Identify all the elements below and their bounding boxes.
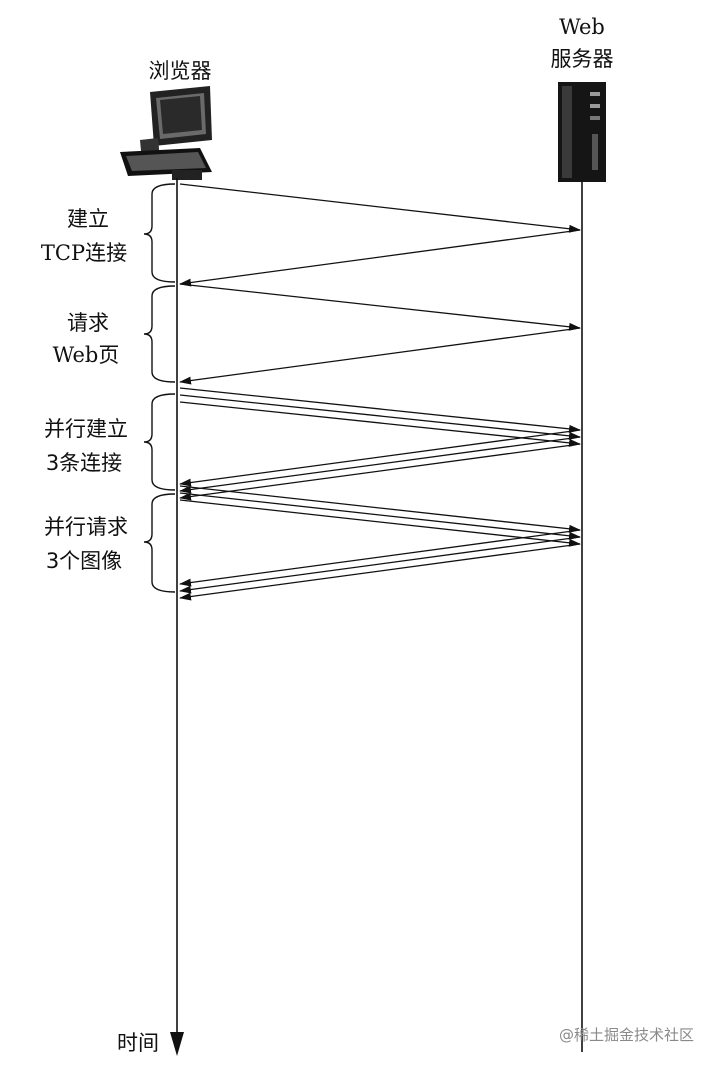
server-label-line1: Web xyxy=(559,15,605,39)
parallel-syn-arrow-2 xyxy=(179,394,581,440)
phase-brace-4 xyxy=(143,493,176,593)
phase-label-2-line1: 请求 xyxy=(67,311,109,335)
phase-label-3-line2: 3条连接 xyxy=(46,451,122,475)
phase-label-1-line2: TCP连接 xyxy=(41,241,127,265)
phase-brace-3 xyxy=(143,393,176,491)
syn-arrow xyxy=(179,183,581,233)
parallel-request-arrow-2 xyxy=(179,492,581,540)
parallel-syn-arrow-1 xyxy=(179,387,581,433)
parallel-request-arrow-1 xyxy=(179,485,581,533)
phase-label-3-line1: 并行建立 xyxy=(44,417,128,441)
phase-brace-2 xyxy=(143,285,176,383)
parallel-image-arrow-1 xyxy=(179,529,581,587)
phase-label-1-line1: 建立 xyxy=(67,207,109,231)
parallel-image-arrow-2 xyxy=(179,536,581,594)
syn-ack-arrow xyxy=(179,229,581,287)
browser-label: 浏览器 xyxy=(149,59,212,83)
time-axis-label: 时间 xyxy=(117,1031,159,1055)
parallel-synack-arrow-3 xyxy=(179,443,581,501)
server-tower-icon xyxy=(558,82,606,182)
phase-label-4-line1: 并行请求 xyxy=(44,515,128,539)
parallel-request-arrow-3 xyxy=(179,499,581,547)
parallel-image-arrow-3 xyxy=(179,543,581,601)
request-page-arrow xyxy=(179,283,581,331)
phase-label-4-line2: 3个图像 xyxy=(46,549,122,573)
parallel-syn-arrow-3 xyxy=(179,401,581,447)
parallel-synack-arrow-1 xyxy=(179,429,581,487)
phase-label-2-line2: Web页 xyxy=(53,343,120,367)
computer-icon xyxy=(120,86,212,180)
server-label-line2: 服务器 xyxy=(551,47,614,71)
parallel-synack-arrow-2 xyxy=(179,436,581,494)
watermark: @稀土掘金技术社区 xyxy=(559,1026,694,1044)
phase-brace-1 xyxy=(143,183,176,283)
time-arrow-head xyxy=(170,1032,184,1056)
response-page-arrow xyxy=(179,327,581,385)
